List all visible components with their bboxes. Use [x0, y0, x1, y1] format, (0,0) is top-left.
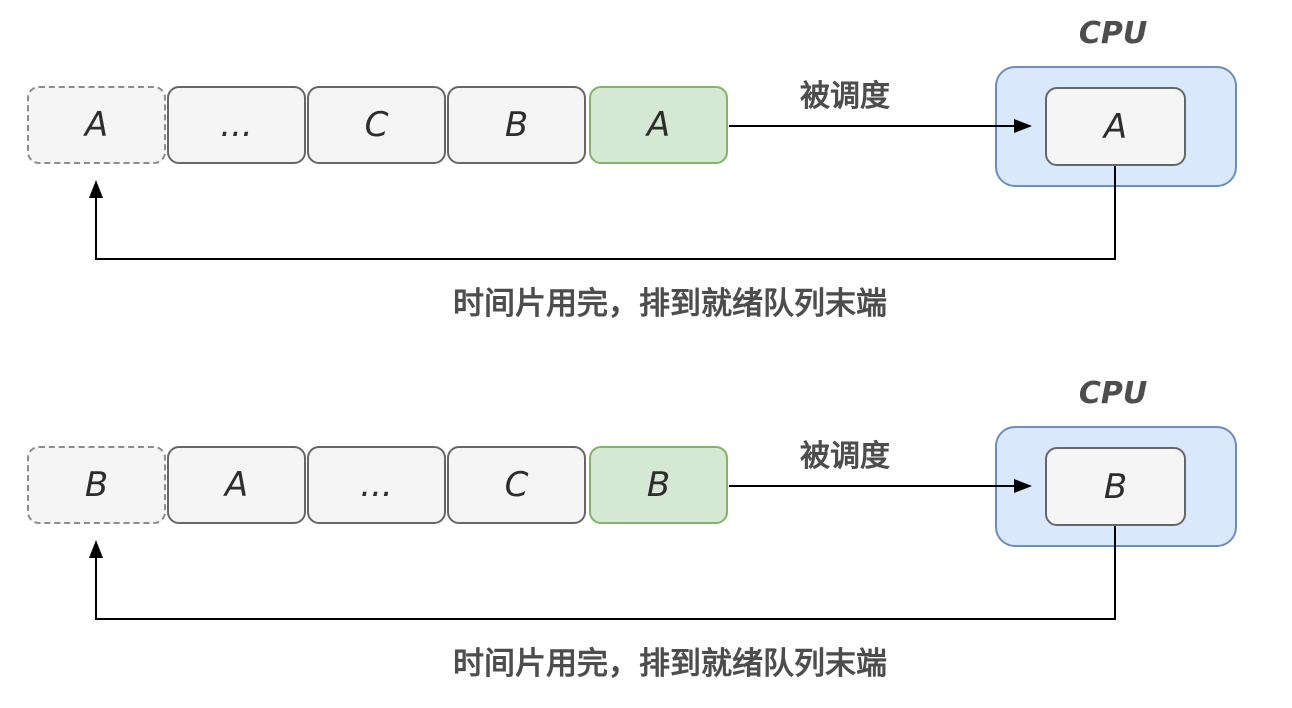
queue-box-ellipsis: ...: [307, 446, 446, 524]
queue-box-tail-placeholder: B: [27, 446, 166, 524]
cpu-label: CPU: [1078, 16, 1148, 51]
cpu-process-box: A: [1045, 87, 1186, 166]
cpu-label: CPU: [1078, 376, 1148, 411]
queue-box-a: A: [167, 446, 306, 524]
schedule-label: 被调度: [800, 80, 890, 113]
schedule-label: 被调度: [800, 440, 890, 473]
diagram-round-robin-a: CPU A ... C B A A 被调度 时间片用完，排到就绪队列末端: [0, 0, 1292, 348]
diagram-round-robin-b: CPU B A ... C B B 被调度 时间片用完，排到就绪队列末端: [0, 360, 1292, 708]
queue-box-scheduled: B: [589, 446, 728, 524]
return-arrow: [89, 166, 1116, 260]
queue-box-ellipsis: ...: [167, 86, 306, 164]
queue-box-c: C: [307, 86, 446, 164]
queue-box-b: B: [447, 86, 586, 164]
cpu-process-box: B: [1045, 447, 1186, 526]
queue-box-c: C: [447, 446, 586, 524]
return-label: 时间片用完，排到就绪队列末端: [453, 646, 887, 681]
return-arrow: [89, 526, 1116, 620]
queue-box-scheduled: A: [589, 86, 728, 164]
queue-box-tail-placeholder: A: [27, 86, 166, 164]
return-label: 时间片用完，排到就绪队列末端: [453, 286, 887, 321]
